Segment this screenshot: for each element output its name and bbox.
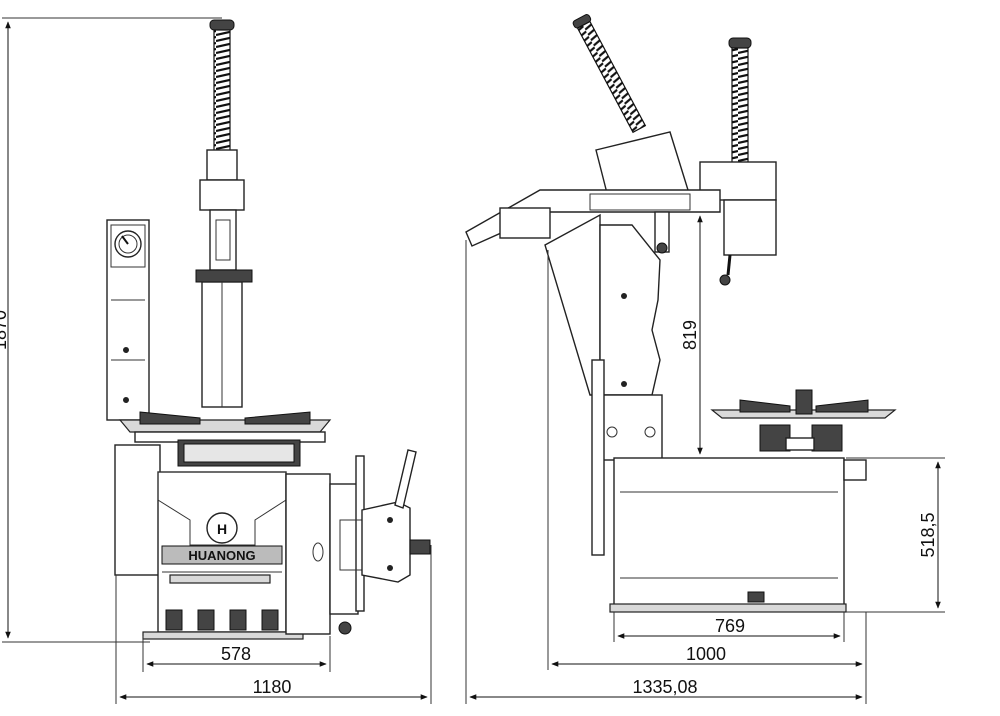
front-spring: [213, 29, 231, 153]
helper-lever: [394, 449, 417, 509]
front-side-panel: [285, 473, 331, 635]
side-spring-tilted: [572, 14, 647, 134]
dim-height: 1870: [0, 310, 10, 350]
dim-front-base: 578: [221, 644, 251, 664]
brand-logo-icon: [206, 512, 238, 544]
side-view: [465, 14, 897, 613]
side-cabinet: [613, 457, 845, 607]
dim-body-depth: 1000: [686, 644, 726, 664]
front-column-cap: [209, 19, 235, 31]
side-horizontal-arm: [465, 189, 721, 247]
front-column-head: [206, 149, 238, 181]
side-spring-cap: [728, 37, 752, 49]
dim-cabinet-height: 518,5: [918, 512, 938, 557]
dim-total-depth: 1335,08: [632, 677, 697, 697]
side-column: [599, 224, 661, 396]
side-clamp-right: [811, 424, 843, 452]
dim-cabinet-depth: 769: [715, 616, 745, 636]
dim-arm-height: 819: [680, 320, 700, 350]
dimension-lines: 1870 578 1180 819 518,5 769 1000 1335,08: [0, 17, 945, 704]
dim-front-total: 1180: [253, 677, 292, 697]
side-spring-upright: [731, 47, 749, 167]
helper-arm: [361, 501, 411, 583]
side-clamp-left: [759, 424, 791, 452]
front-view: H HUANONG: [106, 19, 431, 640]
svg-text:H: H: [217, 521, 227, 537]
foot-pedals: [165, 609, 279, 631]
brand-plate-text: HUANONG: [188, 548, 255, 563]
